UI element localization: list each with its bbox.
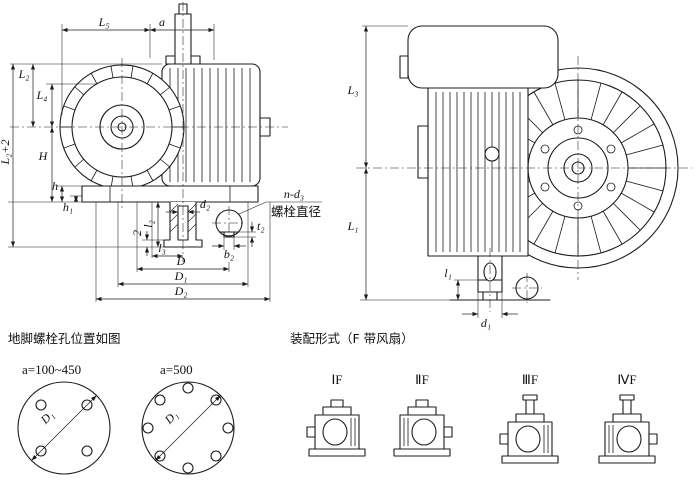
variant-label-1: ⅠF	[331, 372, 342, 387]
dim-D: D	[176, 254, 186, 268]
dim-l1: l₁	[444, 266, 452, 280]
dim-l3: l₃	[158, 241, 166, 255]
dim-d2: d₂	[200, 197, 210, 211]
bolt-hole-detail	[212, 206, 246, 240]
bolt-layout-small: a=100~450 D₁	[17, 362, 111, 475]
variant-label-4: ⅣF	[617, 372, 636, 387]
assembly-variant-2	[393, 399, 453, 457]
dim-L5: L₅	[98, 15, 110, 29]
dim-n-d3: n-d₃	[284, 187, 304, 201]
hub-bolt-holes	[540, 125, 616, 211]
front-dimensions: L₅ a L₂+2 L₂ L₄ H h h₁ l₂	[0, 15, 322, 302]
dim-h: h	[52, 179, 58, 193]
assembly-variant-3	[499, 394, 559, 464]
assembly-title: 装配形式（F 带风扇）	[290, 331, 414, 346]
side-view: L₃ L₁ l₁ d₁	[347, 25, 692, 330]
dim-L2: L₂	[18, 67, 30, 81]
motor-body	[417, 87, 529, 257]
dim-a: a	[159, 15, 165, 29]
dim-d1: d₁	[481, 316, 491, 330]
dim-L4: L₄	[36, 88, 48, 102]
dim-l2: l₂	[141, 220, 155, 228]
dim-b2: b₂	[224, 247, 234, 261]
dim-t2: t₂	[257, 219, 265, 233]
dim-H: H	[38, 149, 49, 163]
dim-D1-large: D₁	[161, 408, 181, 428]
assembly-variant-1	[306, 399, 366, 457]
side-centerlines	[356, 56, 692, 312]
bolt-holes-large	[142, 382, 234, 474]
variant-label-2: ⅡF	[415, 372, 429, 387]
bolt-layout-large-label: a=500	[160, 362, 193, 377]
base	[81, 185, 259, 203]
bolt-holes-small	[35, 399, 93, 457]
body-fins	[435, 92, 521, 252]
bolt-layout-large: a=500 D₁	[141, 362, 235, 475]
assembly-section: 装配形式（F 带风扇） ⅠF ⅡF ⅢF ⅣF	[290, 331, 658, 464]
bolt-diameter-note: 螺栓直径	[271, 204, 321, 219]
side-dimensions: L₃ L₁ l₁ d₁	[347, 25, 518, 330]
dim-D1: D₁	[174, 269, 188, 283]
dim-h1: h₁	[63, 200, 73, 214]
housing-cap	[399, 25, 559, 89]
bolt-layout-section: 地脚螺栓孔位置如图 a=100~450 D₁ a=500 D₁	[8, 331, 235, 475]
worm-housing-ribs	[60, 65, 184, 189]
dim-D1-small: D₁	[37, 408, 57, 428]
bolt-layout-title: 地脚螺栓孔位置如图	[8, 331, 121, 346]
dim-L3: L₃	[347, 83, 359, 97]
gear-case	[161, 55, 271, 187]
oil-plug	[484, 146, 500, 162]
front-view: L₅ a L₂+2 L₂ L₄ H h h₁ l₂	[0, 2, 322, 302]
front-centerlines	[10, 2, 288, 262]
dim-D2: D₂	[174, 284, 188, 298]
assembly-variant-4	[598, 394, 658, 464]
dim-L1: L₁	[347, 219, 359, 233]
output-shaft	[449, 255, 551, 303]
dim-L2plus2: L₂+2	[0, 140, 12, 166]
bolt-layout-small-label: a=100~450	[22, 362, 81, 377]
variant-label-3: ⅢF	[522, 372, 538, 387]
